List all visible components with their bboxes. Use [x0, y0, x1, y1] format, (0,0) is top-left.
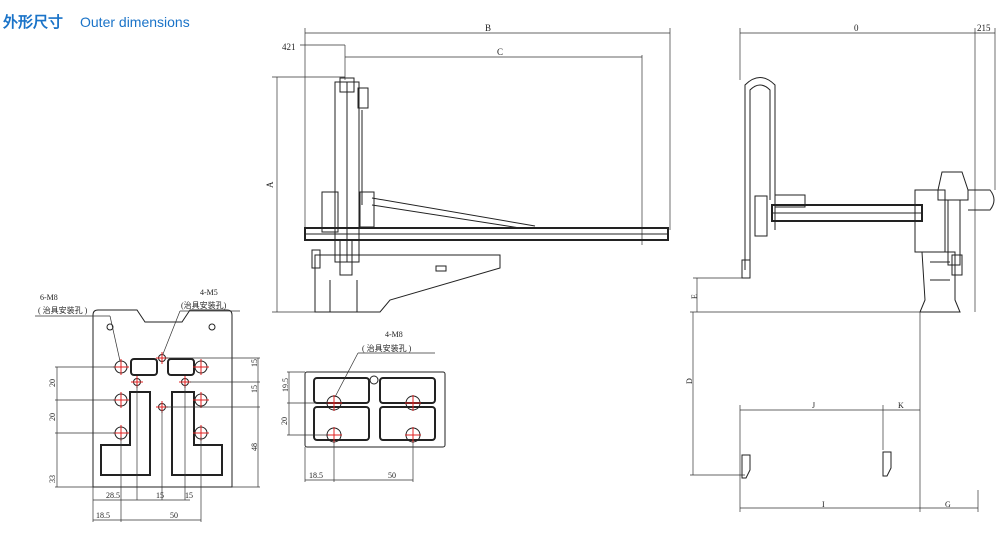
bottom-dim-15a: 15 [156, 491, 164, 500]
left-dim-3: 33 [48, 475, 57, 483]
right-dim-3: 48 [250, 443, 259, 451]
dim-C-label: C [497, 47, 503, 57]
bottom-dim-50-b: 50 [388, 471, 396, 480]
bottom-dim-28-5: 28.5 [106, 491, 120, 500]
bottom-dim-15b: 15 [185, 491, 193, 500]
m8-holes [113, 359, 209, 441]
title-english: Outer dimensions [80, 14, 190, 30]
dim-J-label: J [812, 401, 815, 410]
fixture-plate-1: 6-M8 ( 治具安装孔 ) 4-M5 (治具安装孔) 20 20 33 15 … [35, 288, 260, 522]
bottom-dim-18-5: 18.5 [96, 511, 110, 520]
fixture-plate-2: 4-M8 ( 治具安装孔 ) 19.5 20 18.5 50 [280, 330, 446, 482]
dim-A-label: A [265, 181, 275, 188]
side-view: 0 215 E D J K [685, 23, 996, 512]
dim-B-label: B [485, 23, 491, 33]
left-dim-1: 20 [48, 379, 57, 387]
left-dim-19-5: 19.5 [281, 378, 290, 392]
dim-E-label: E [690, 294, 699, 299]
dim-I-label: I [822, 500, 825, 509]
bottom-dim-18-5-b: 18.5 [309, 471, 323, 480]
dim-G-label: G [945, 500, 951, 509]
left-dim-2: 20 [48, 413, 57, 421]
m5-label: 4-M5 [200, 288, 218, 297]
dim-K-label: K [898, 401, 904, 410]
dim-0-label: 0 [854, 23, 859, 33]
dim-421-label: 421 [282, 42, 296, 52]
title-chinese: 外形尺寸 [2, 13, 63, 31]
m8-note: ( 治具安装孔 ) [38, 305, 88, 315]
m8-note-2: ( 治具安装孔 ) [362, 343, 412, 353]
right-dim-1: 15 [250, 359, 259, 367]
bottom-dim-50: 50 [170, 511, 178, 520]
m8-label: 6-M8 [40, 293, 58, 302]
right-dim-2: 15 [250, 385, 259, 393]
dim-215-label: 215 [977, 23, 991, 33]
dim-D-label: D [685, 378, 694, 384]
m5-note: (治具安装孔) [181, 300, 227, 310]
front-view: B C 421 A [265, 23, 671, 313]
m8-label-2: 4-M8 [385, 330, 403, 339]
left-dim-20: 20 [280, 417, 289, 425]
m5-holes [131, 352, 191, 413]
